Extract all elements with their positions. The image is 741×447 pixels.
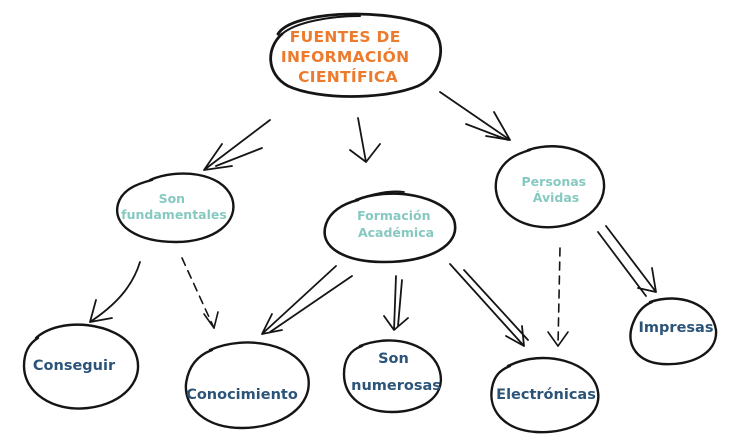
conseguir-outline — [22, 323, 140, 410]
connectors — [89, 91, 657, 347]
arrow-title-to-personas-avidas — [439, 91, 511, 141]
son-fundamentales-label: Son fundamentales — [121, 191, 227, 222]
personas-avidas-outline — [494, 145, 606, 229]
conocimiento-label: Conocimiento — [186, 387, 298, 403]
title-label: FUENTES DE INFORMACIÓN CIENTÍFICA — [281, 28, 415, 86]
son-fundamentales-outline — [115, 172, 235, 244]
conseguir-label: Conseguir — [33, 358, 116, 374]
formacion-academica-outline — [323, 192, 457, 264]
arrow-formacion-academica-to-conocimiento — [261, 265, 353, 335]
formacion-academica-label-line-1: Formación — [357, 208, 430, 223]
son-numerosas-label-line-1: Son — [378, 351, 409, 367]
son-fundamentales-label-line-1: Son — [159, 191, 186, 206]
node-outlines — [22, 12, 718, 434]
son-fundamentales-label-line-2: fundamentales — [121, 207, 227, 222]
conocimiento-outline — [184, 341, 310, 430]
arrow-personas-avidas-to-electronicas — [557, 247, 561, 347]
arrow-formacion-academica-to-electronicas — [449, 263, 529, 347]
electronicas-outline — [490, 356, 600, 434]
formacion-academica-outline-tail — [357, 190, 405, 201]
electronicas-label-line-1: Electrónicas — [496, 387, 596, 403]
arrow-son-fundamentales-to-conocimiento-head — [203, 311, 219, 329]
formacion-academica-label-line-2: Académica — [358, 225, 434, 240]
arrow-title-to-son-fundamentales — [203, 119, 271, 171]
title-outline-tail — [281, 15, 361, 35]
title-outline — [269, 12, 443, 98]
conseguir-label-line-1: Conseguir — [33, 358, 116, 374]
arrow-title-to-formacion-academica — [349, 117, 381, 163]
arrow-personas-avidas-to-electronicas-head — [547, 331, 569, 347]
node-labels: FUENTES DE INFORMACIÓN CIENTÍFICA Son fu… — [33, 28, 714, 403]
son-numerosas-outline — [342, 339, 443, 414]
impresas-label: Impresas — [639, 320, 714, 336]
impresas-outline — [629, 297, 718, 366]
personas-avidas-label: Personas Ávidas — [522, 174, 591, 205]
son-numerosas-label: Son numerosas — [351, 351, 441, 394]
arrow-formacion-academica-to-son-numerosas — [383, 275, 409, 331]
conocimiento-label-line-1: Conocimiento — [186, 387, 298, 403]
arrow-son-fundamentales-to-conocimiento — [181, 257, 215, 329]
title-label-line-1: FUENTES DE — [290, 28, 401, 46]
arrow-son-fundamentales-to-conseguir — [89, 261, 141, 323]
personas-avidas-label-line-1: Personas — [522, 174, 587, 189]
son-numerosas-label-line-2: numerosas — [351, 378, 441, 394]
title-label-line-2: INFORMACIÓN — [281, 47, 409, 66]
impresas-label-line-1: Impresas — [639, 320, 714, 336]
title-label-line-3: CIENTÍFICA — [298, 67, 398, 86]
arrow-personas-avidas-to-impresas — [597, 225, 657, 297]
formacion-academica-label: Formación Académica — [357, 208, 435, 240]
personas-avidas-label-line-2: Ávidas — [533, 190, 579, 205]
electronicas-label: Electrónicas — [496, 387, 596, 403]
